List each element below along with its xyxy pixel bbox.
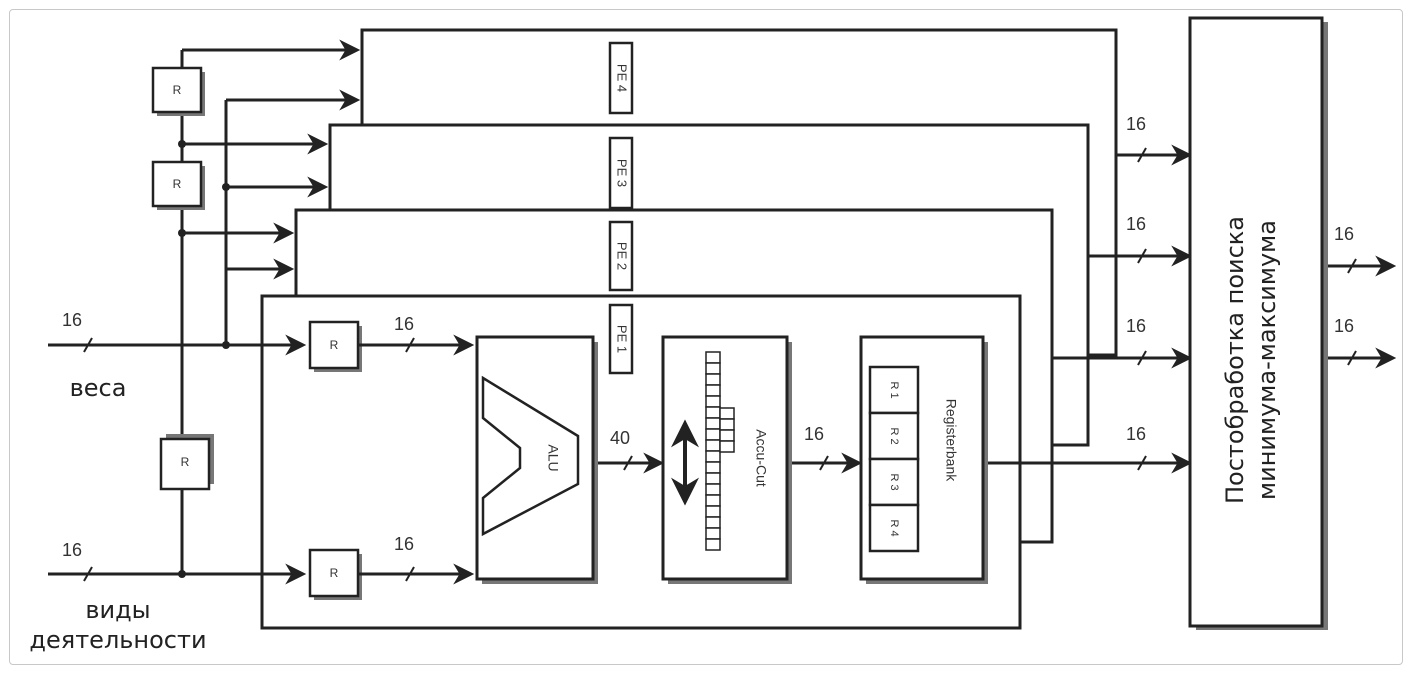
pe1-register-top-label: R — [330, 338, 339, 352]
accu-cell — [719, 440, 735, 453]
bus-width-pe4-out: 16 — [1126, 114, 1146, 134]
accu-cell — [705, 472, 721, 485]
accu-cell — [705, 483, 721, 496]
weights-caption: веса — [70, 374, 127, 402]
accu-cell — [705, 516, 721, 529]
accu-cut-label: Accu-Cut — [753, 429, 769, 487]
pe-label-3: PE 3 — [608, 136, 634, 210]
postprocessing-line1: Постобработка поиска — [1221, 216, 1249, 504]
accu-shift-register — [705, 351, 735, 551]
accu-cell — [705, 428, 721, 441]
accu-cell — [705, 362, 721, 375]
pe-label-1-text: PE 1 — [615, 325, 630, 353]
registerbank-label: Registerbank — [943, 399, 959, 482]
accu-cell — [705, 439, 721, 452]
accu-cell — [705, 351, 721, 364]
register-cell-2: R 2 — [888, 427, 900, 444]
register-cells: R 1 R 2 R 3 R 4 — [868, 365, 920, 553]
accu-cell — [705, 450, 721, 463]
register-low: R — [159, 434, 214, 491]
postprocessing-block: Постобработка поиска минимума-максимума — [1188, 16, 1328, 630]
pe-label-4: PE 4 — [608, 41, 634, 115]
pe-label-2-text: PE 2 — [615, 242, 630, 270]
accu-cell — [705, 494, 721, 507]
accu-cell — [705, 373, 721, 386]
bus-width-accu-out: 16 — [804, 424, 824, 444]
bus-width-final-1: 16 — [1334, 224, 1354, 244]
register-low-label: R — [181, 455, 190, 469]
accu-cell — [719, 429, 735, 442]
accu-cell — [705, 417, 721, 430]
bus-width-final-2: 16 — [1334, 316, 1354, 336]
postprocessing-line2: минимума-максимума — [1253, 220, 1281, 500]
activity-caption-line1: виды — [85, 596, 150, 624]
bus-width-pe2-out: 16 — [1126, 316, 1146, 336]
accu-cell — [705, 505, 721, 518]
bus-width-reg-alu-bottom: 16 — [394, 534, 414, 554]
pe-label-3-text: PE 3 — [615, 159, 630, 187]
pe1-register-bottom-label: R — [330, 566, 339, 580]
registerbank-block: R 1 R 2 R 3 R 4 Registerbank — [859, 335, 988, 584]
activity-caption-line2: деятельности — [29, 626, 206, 654]
register-cell-4: R 4 — [888, 519, 900, 536]
bus-width-reg-alu-top: 16 — [394, 314, 414, 334]
register-top-label: R — [173, 83, 182, 97]
register-mid: R — [151, 160, 205, 210]
accu-cell — [705, 406, 721, 419]
pe1-register-bottom: R — [308, 548, 362, 600]
junction-dots — [178, 140, 230, 578]
pe1-register-top: R — [308, 320, 362, 372]
register-cell-1: R 1 — [888, 381, 900, 398]
accu-cell — [719, 407, 735, 420]
bus-width-pe3-out: 16 — [1126, 214, 1146, 234]
accu-cell — [705, 384, 721, 397]
register-top: R — [151, 66, 205, 116]
accu-cell — [705, 538, 721, 551]
accu-cell — [705, 527, 721, 540]
pe-label-1: PE 1 — [608, 303, 634, 375]
accu-cell — [705, 461, 721, 474]
pe-label-2: PE 2 — [608, 220, 634, 292]
register-mid-label: R — [173, 177, 182, 191]
bus-ticks — [83, 147, 1357, 582]
accu-cell — [705, 395, 721, 408]
bus-width-pe1-out: 16 — [1126, 424, 1146, 444]
accu-cell — [719, 418, 735, 431]
pe-label-4-text: PE 4 — [615, 64, 630, 92]
register-cell-3: R 3 — [888, 473, 900, 490]
bus-width-alu-out: 40 — [610, 428, 630, 448]
bus-width-labels: 16 16 16 16 40 16 16 16 16 16 16 16 — [62, 114, 1354, 560]
alu-block: ALU — [475, 335, 598, 584]
bus-width-weights: 16 — [62, 310, 82, 330]
accu-cut-block: Accu-Cut — [661, 335, 792, 584]
alu-label: ALU — [545, 444, 561, 471]
bus-width-activity: 16 — [62, 540, 82, 560]
